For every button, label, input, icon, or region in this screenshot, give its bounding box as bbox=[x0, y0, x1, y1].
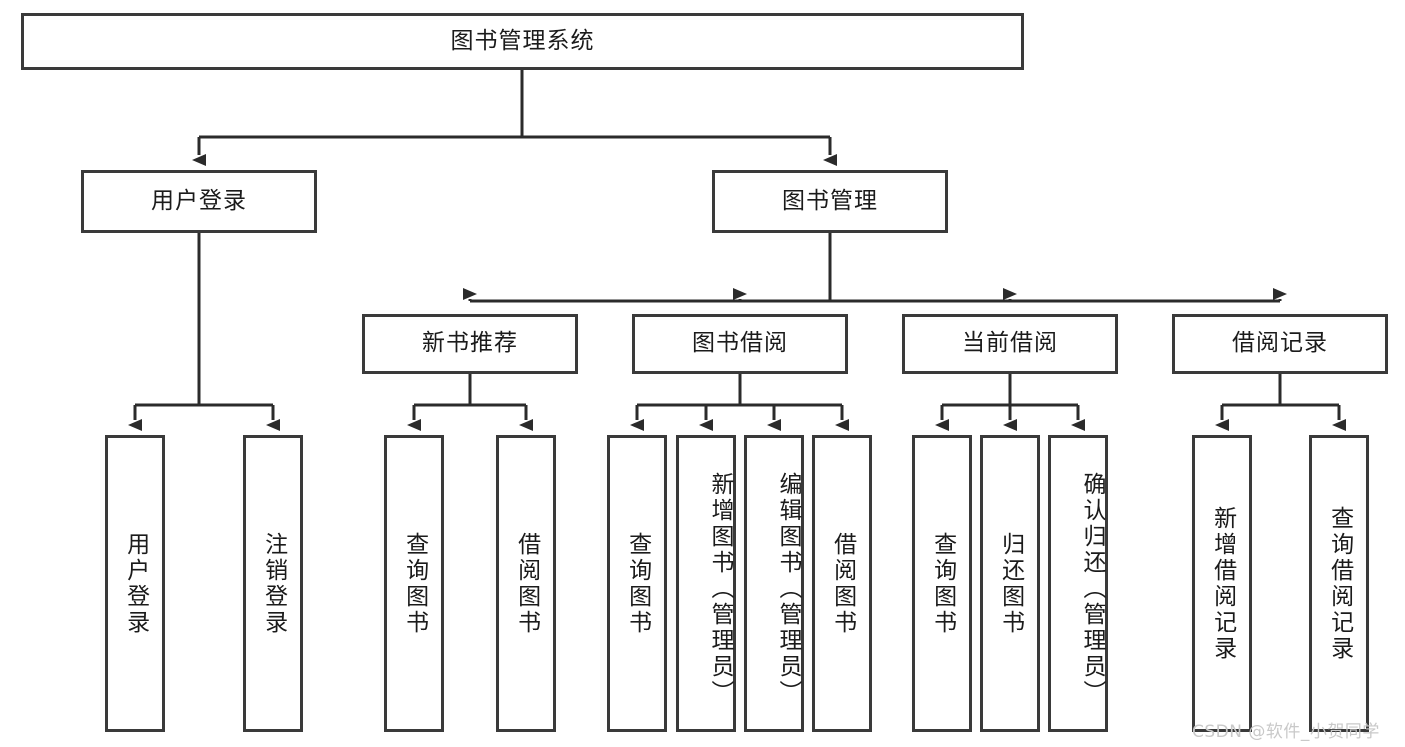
node-leaf-logout-label: 注销登录 bbox=[260, 531, 287, 636]
node-book-management-label: 图书管理 bbox=[782, 187, 878, 214]
node-leaf-query-record[interactable]: 查询借阅记录 bbox=[1309, 435, 1369, 732]
node-leaf-query-book-2-label: 查询图书 bbox=[624, 531, 651, 636]
node-leaf-edit-book-label: 编辑图书（管理员） bbox=[775, 471, 801, 706]
csdn-watermark: CSDN @软件_小贺同学 bbox=[1192, 722, 1380, 742]
node-leaf-confirm-return-label: 确认归还（管理员） bbox=[1079, 471, 1105, 706]
node-leaf-logout[interactable]: 注销登录 bbox=[243, 435, 303, 732]
node-current-borrow-label: 当前借阅 bbox=[962, 330, 1058, 357]
node-leaf-query-book-3[interactable]: 查询图书 bbox=[912, 435, 972, 732]
node-leaf-add-book[interactable]: 新增图书（管理员） bbox=[676, 435, 736, 732]
node-current-borrow[interactable]: 当前借阅 bbox=[902, 314, 1118, 374]
node-leaf-borrow-book-1[interactable]: 借阅图书 bbox=[496, 435, 556, 732]
node-root[interactable]: 图书管理系统 bbox=[21, 13, 1024, 70]
node-leaf-add-record[interactable]: 新增借阅记录 bbox=[1192, 435, 1252, 732]
node-leaf-query-record-label: 查询借阅记录 bbox=[1326, 505, 1353, 662]
node-user-login-label: 用户登录 bbox=[151, 187, 247, 214]
node-new-book-recommend[interactable]: 新书推荐 bbox=[362, 314, 578, 374]
node-leaf-query-book-3-label: 查询图书 bbox=[929, 531, 956, 636]
node-borrow-record-label: 借阅记录 bbox=[1232, 330, 1328, 357]
node-leaf-user-login-label: 用户登录 bbox=[122, 531, 149, 636]
node-book-borrow-label: 图书借阅 bbox=[692, 330, 788, 357]
node-leaf-add-book-label: 新增图书（管理员） bbox=[707, 471, 733, 706]
node-leaf-return-book[interactable]: 归还图书 bbox=[980, 435, 1040, 732]
node-leaf-user-login[interactable]: 用户登录 bbox=[105, 435, 165, 732]
node-book-borrow[interactable]: 图书借阅 bbox=[632, 314, 848, 374]
node-leaf-edit-book[interactable]: 编辑图书（管理员） bbox=[744, 435, 804, 732]
node-root-label: 图书管理系统 bbox=[450, 27, 595, 54]
node-leaf-borrow-book-2-label: 借阅图书 bbox=[829, 531, 856, 636]
node-book-management[interactable]: 图书管理 bbox=[712, 170, 948, 233]
node-leaf-query-book-1[interactable]: 查询图书 bbox=[384, 435, 444, 732]
node-new-book-recommend-label: 新书推荐 bbox=[422, 330, 518, 357]
node-leaf-add-record-label: 新增借阅记录 bbox=[1209, 505, 1236, 662]
node-leaf-confirm-return[interactable]: 确认归还（管理员） bbox=[1048, 435, 1108, 732]
node-leaf-query-book-2[interactable]: 查询图书 bbox=[607, 435, 667, 732]
node-user-login[interactable]: 用户登录 bbox=[81, 170, 317, 233]
node-leaf-borrow-book-2[interactable]: 借阅图书 bbox=[812, 435, 872, 732]
node-leaf-return-book-label: 归还图书 bbox=[997, 531, 1024, 636]
node-leaf-query-book-1-label: 查询图书 bbox=[401, 531, 428, 636]
node-borrow-record[interactable]: 借阅记录 bbox=[1172, 314, 1388, 374]
node-leaf-borrow-book-1-label: 借阅图书 bbox=[513, 531, 540, 636]
